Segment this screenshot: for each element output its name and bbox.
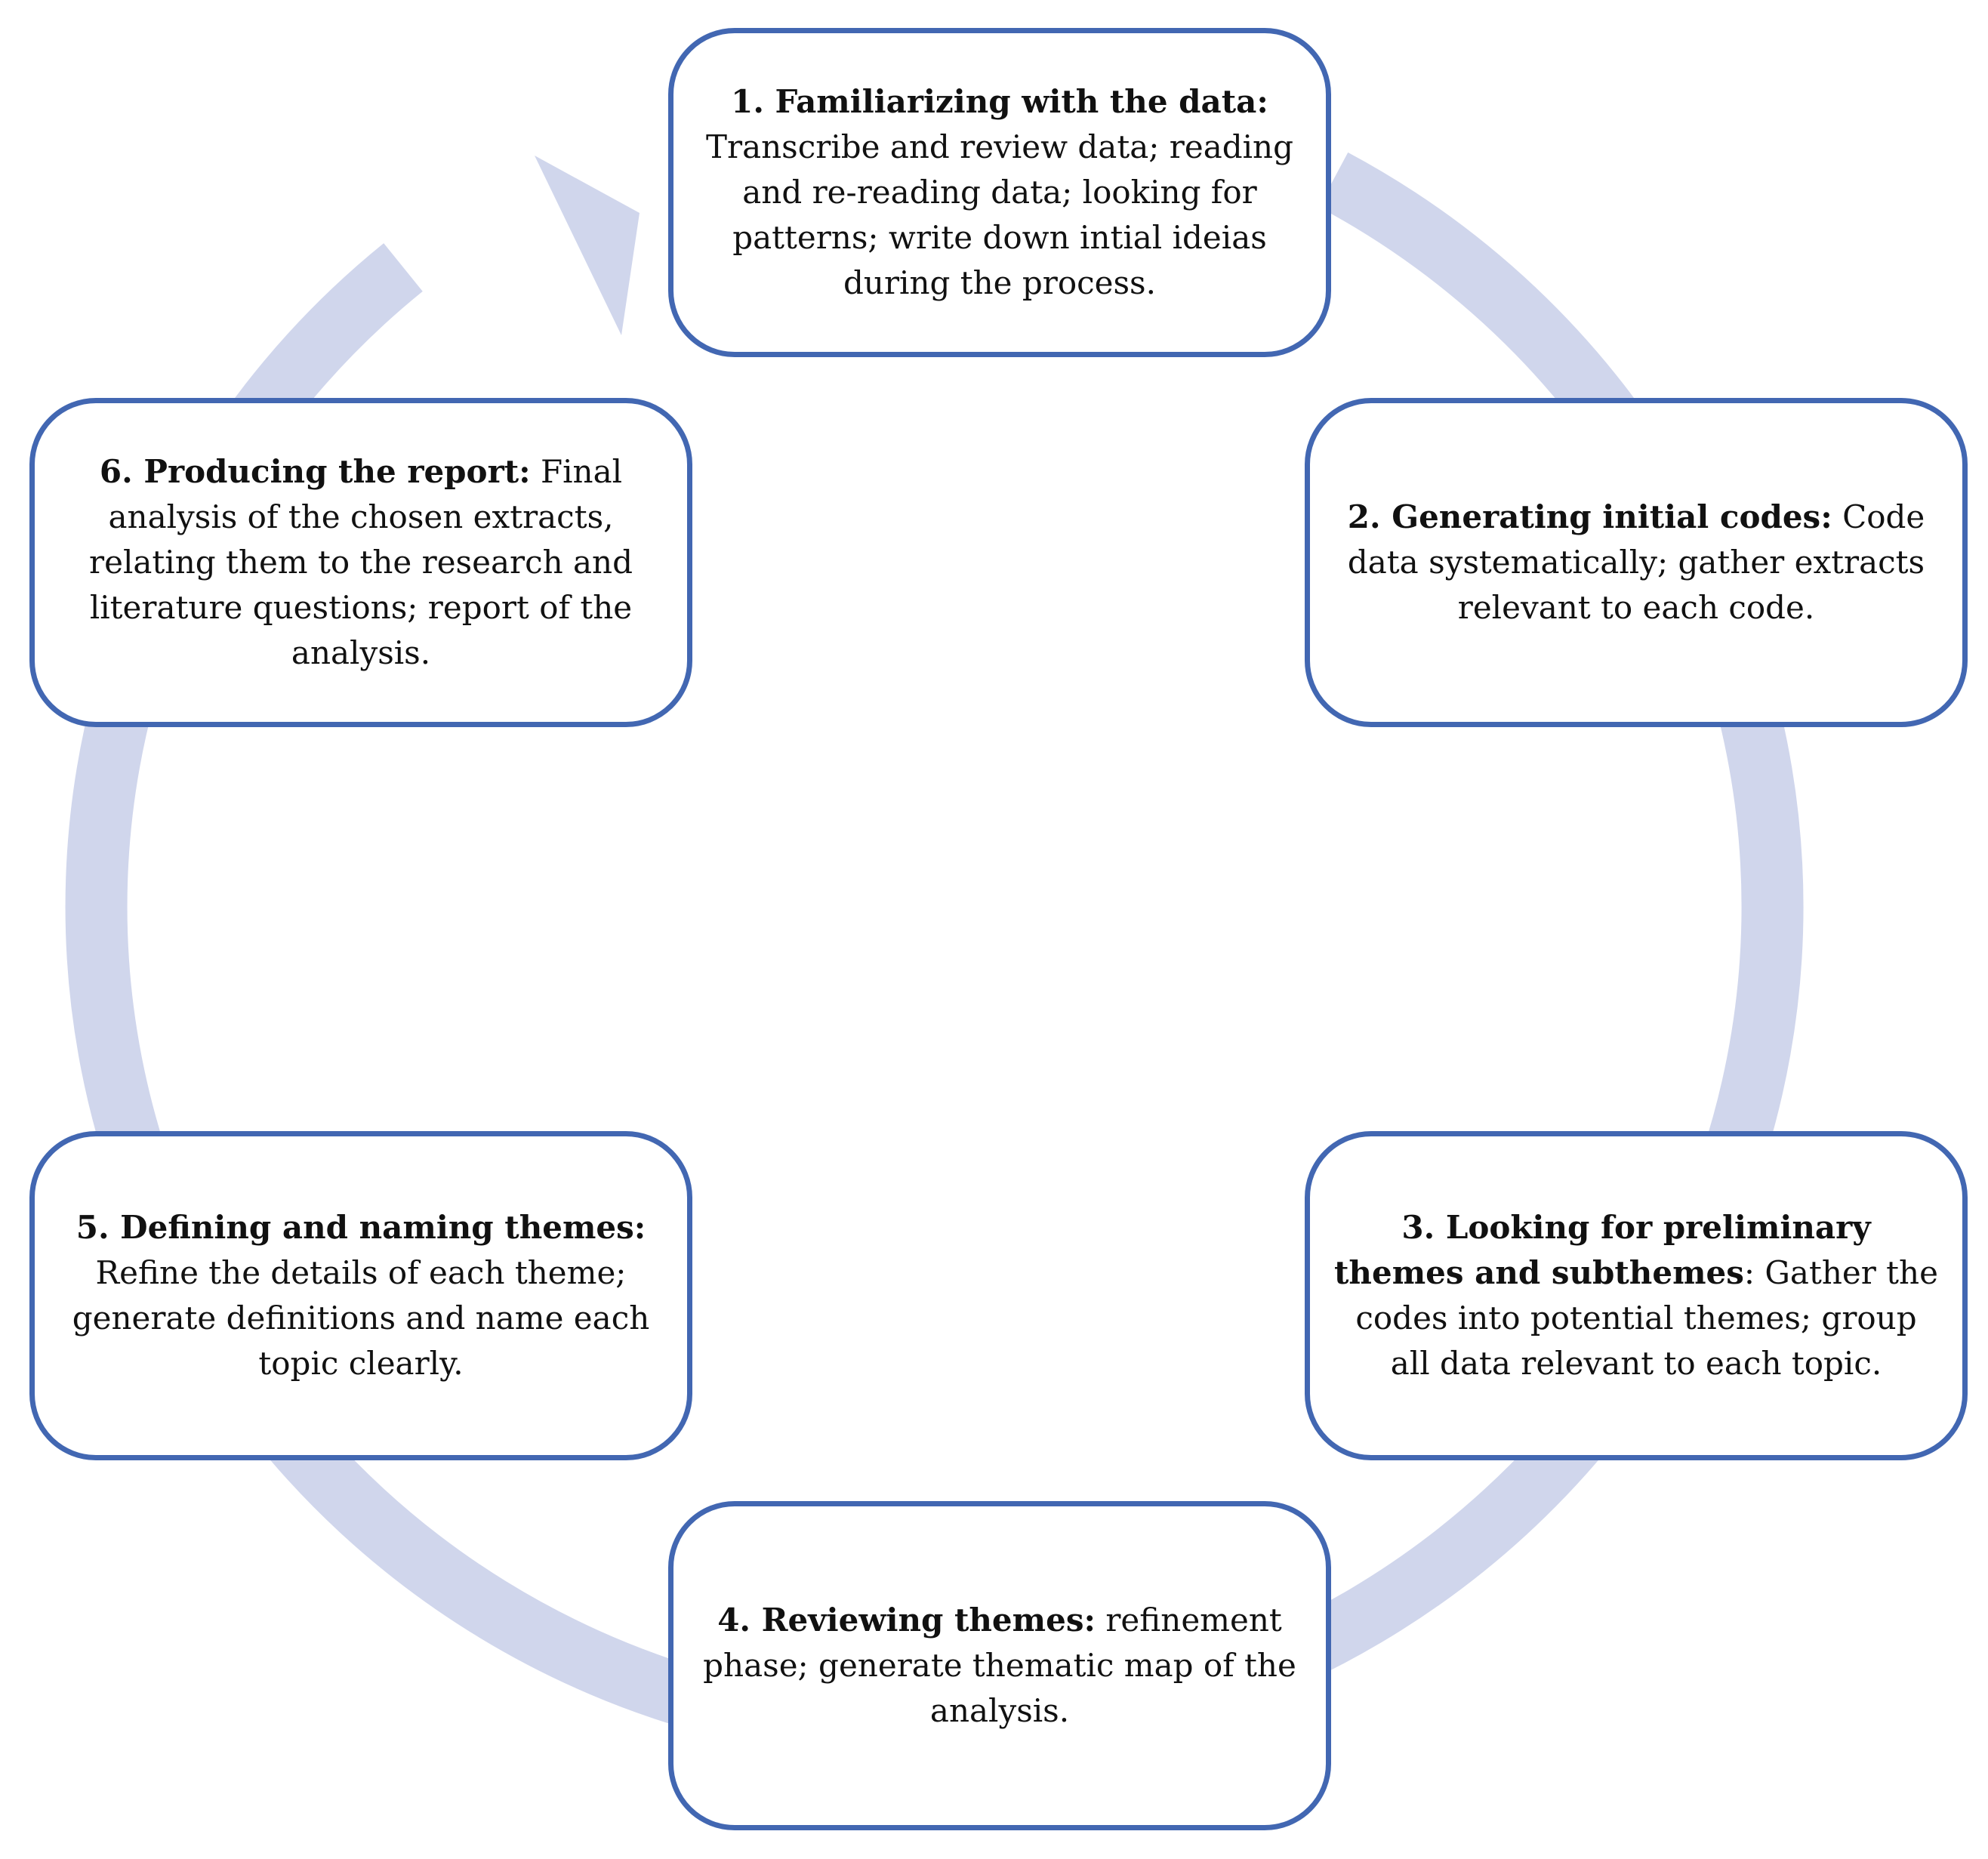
step-2-description: Code data systematically; gather extract… (1347, 498, 1925, 626)
step-3-description: : Gather the codes into potential themes… (1355, 1254, 1938, 1382)
step-5-box: 5. Defining and naming themes: Refine th… (29, 1131, 692, 1460)
step-6-text: 6. Producing the report: Final analysis … (57, 449, 664, 676)
step-6-description: Final analysis of the chosen extracts, r… (89, 453, 633, 671)
step-2-text: 2. Generating initial codes: Code data s… (1333, 495, 1940, 630)
step-4-description: refinement phase; generate thematic map … (703, 1602, 1296, 1729)
step-2-box: 2. Generating initial codes: Code data s… (1305, 398, 1968, 727)
step-3-box: 3. Looking for preliminary themes and su… (1305, 1131, 1968, 1460)
step-4-text: 4. Reviewing themes: refinement phase; g… (696, 1598, 1303, 1734)
step-6-title: 6. Producing the report: (99, 453, 531, 490)
cycle-arrowhead (535, 156, 640, 335)
step-1-description: Transcribe and review data; reading and … (705, 128, 1293, 301)
step-4-title: 4. Reviewing themes: (717, 1602, 1096, 1639)
step-3-title: 3. Looking for preliminary themes and su… (1334, 1209, 1871, 1291)
step-2-title: 2. Generating initial codes: (1347, 498, 1832, 535)
step-6-box: 6. Producing the report: Final analysis … (29, 398, 692, 727)
step-1-box: 1. Familiarizing with the data: Transcri… (668, 28, 1331, 357)
step-3-text: 3. Looking for preliminary themes and su… (1333, 1205, 1940, 1386)
step-1-text: 1. Familiarizing with the data: Transcri… (696, 79, 1303, 306)
step-1-title: 1. Familiarizing with the data: (731, 83, 1268, 120)
step-5-description: Refine the details of each theme; genera… (72, 1254, 650, 1382)
step-5-title: 5. Defining and naming themes: (76, 1209, 646, 1246)
step-5-text: 5. Defining and naming themes: Refine th… (57, 1205, 664, 1386)
step-4-box: 4. Reviewing themes: refinement phase; g… (668, 1501, 1331, 1830)
